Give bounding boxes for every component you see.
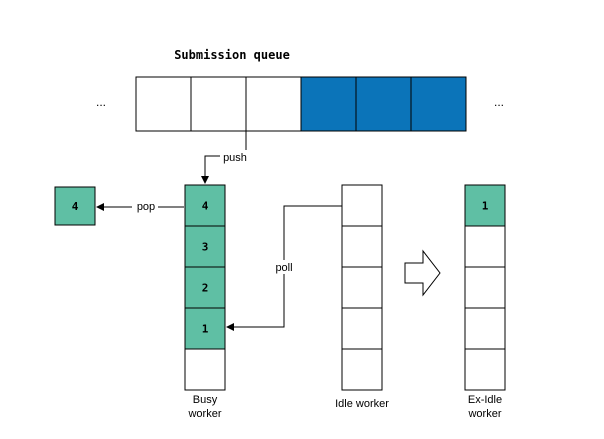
busy-worker-slot-cell <box>184 266 226 309</box>
busy-worker-slot-cell <box>184 184 226 227</box>
idle-worker-slot-cell <box>341 225 383 268</box>
ex-idle-worker-slot-cell <box>464 266 506 309</box>
idle-worker-stack <box>341 184 383 391</box>
busy-worker-slot-task-label: 3 <box>202 241 209 254</box>
submission-queue <box>135 76 467 132</box>
transition-arrow-icon <box>404 249 441 297</box>
busy-worker-slot-cell <box>184 307 226 350</box>
ex-idle-worker-slot-cell <box>464 225 506 268</box>
push-label: push <box>223 152 247 164</box>
idle-worker-slot-cell <box>341 266 383 309</box>
queue-slot-cell <box>300 76 357 132</box>
ex-idle-worker-slot-cell <box>464 307 506 350</box>
submission-queue-title: Submission queue <box>174 48 290 62</box>
busy-worker-slot-cell <box>184 348 226 391</box>
idle-worker-slot-cell <box>341 184 383 227</box>
busy-worker-label-line2: worker <box>187 408 221 420</box>
queue-slot-cell <box>135 76 192 132</box>
queue-left-ellipsis: ... <box>96 95 106 109</box>
ex-idle-worker-label-line2: worker <box>467 408 501 420</box>
queue-slot-cell <box>410 76 467 132</box>
pop-label-bg <box>132 200 158 213</box>
queue-slot-cell <box>245 76 302 132</box>
popped-task-label: 4 <box>72 200 79 213</box>
ex-idle-worker-slot-task-label: 1 <box>482 200 489 213</box>
popped-task-box <box>54 186 96 226</box>
ex-idle-worker-stack: 1 <box>464 184 506 391</box>
busy-worker-slot-task-label: 4 <box>202 200 209 213</box>
pop-label: pop <box>137 201 155 213</box>
busy-worker-stack: 4 3 2 1 <box>184 184 226 391</box>
idle-worker-slot-cell <box>341 348 383 391</box>
idle-worker-slot-cell <box>341 307 383 350</box>
poll-label: poll <box>275 262 292 274</box>
idle-worker-label: Idle worker <box>335 398 389 410</box>
busy-worker-slot-task-label: 2 <box>202 282 209 295</box>
ex-idle-worker-slot-cell <box>464 184 506 227</box>
queue-right-ellipsis: ... <box>494 95 504 109</box>
push-label-bg <box>220 150 248 163</box>
busy-worker-label-line1: Busy <box>193 394 218 406</box>
busy-worker-slot-task-label: 1 <box>202 323 209 336</box>
poll-label-bg <box>271 260 297 274</box>
queue-slot-cell <box>190 76 247 132</box>
ex-idle-worker-slot-cell <box>464 348 506 391</box>
queue-slot-cell <box>355 76 412 132</box>
ex-idle-worker-label-line1: Ex-Idle <box>468 394 502 406</box>
